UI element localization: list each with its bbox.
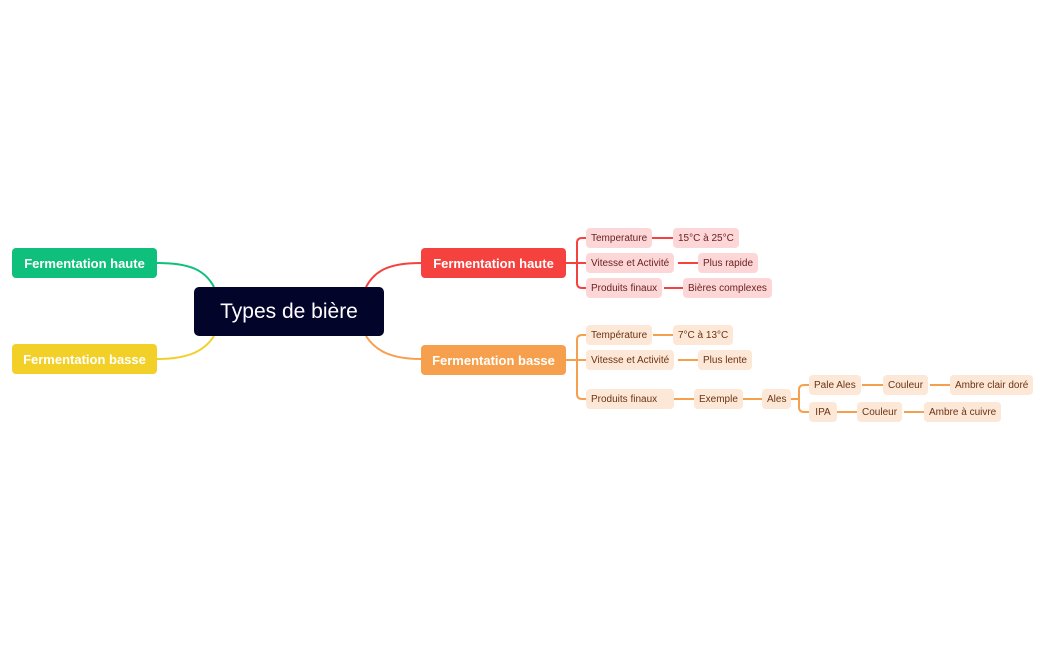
node-temperature[interactable]: Temperature bbox=[586, 228, 653, 248]
node-label: Ambre clair doré bbox=[955, 379, 1029, 391]
branch-label: Fermentation haute bbox=[433, 255, 554, 271]
node-label: Temperature bbox=[591, 232, 648, 244]
node-label: Couleur bbox=[862, 406, 898, 418]
node-label: Couleur bbox=[888, 379, 924, 391]
node-label: Plus lente bbox=[703, 354, 747, 366]
node-couleur-value[interactable]: Ambre clair doré bbox=[950, 375, 1034, 395]
node-couleur-value[interactable]: Ambre à cuivre bbox=[924, 402, 1002, 422]
node-label: Vitesse et Activité bbox=[591, 257, 670, 269]
node-couleur[interactable]: Couleur bbox=[883, 375, 929, 395]
node-produits[interactable]: Produits finaux bbox=[586, 278, 663, 298]
node-temperature-value[interactable]: 7°C à 13°C bbox=[673, 325, 734, 345]
node-label: Exemple bbox=[699, 393, 738, 405]
node-label: Température bbox=[591, 329, 648, 341]
node-label: Bières complexes bbox=[688, 282, 767, 294]
node-temperature-value[interactable]: 15°C à 25°C bbox=[673, 228, 739, 248]
node-vitesse[interactable]: Vitesse et Activité bbox=[586, 253, 675, 273]
node-produits[interactable]: Produits finaux bbox=[586, 389, 674, 409]
root-node[interactable]: Types de bière bbox=[194, 287, 384, 336]
node-label: Vitesse et Activité bbox=[591, 354, 670, 366]
node-label: Plus rapide bbox=[703, 257, 754, 269]
node-vitesse-value[interactable]: Plus lente bbox=[698, 350, 752, 370]
node-label: Pale Ales bbox=[814, 379, 856, 391]
root-label: Types de bière bbox=[220, 299, 358, 323]
node-label: IPA bbox=[815, 406, 831, 418]
node-couleur[interactable]: Couleur bbox=[857, 402, 903, 422]
left-branch-fermentation-haute[interactable]: Fermentation haute bbox=[12, 248, 157, 278]
node-ales[interactable]: Ales bbox=[762, 389, 792, 409]
node-temperature[interactable]: Température bbox=[586, 325, 653, 345]
node-label: Ambre à cuivre bbox=[929, 406, 997, 418]
branch-label: Fermentation basse bbox=[432, 352, 555, 368]
node-label: Produits finaux bbox=[591, 282, 658, 294]
node-vitesse-value[interactable]: Plus rapide bbox=[698, 253, 759, 273]
node-produits-value[interactable]: Bières complexes bbox=[683, 278, 772, 298]
node-exemple[interactable]: Exemple bbox=[694, 389, 743, 409]
right-branch-fermentation-haute[interactable]: Fermentation haute bbox=[421, 248, 566, 278]
node-label: 7°C à 13°C bbox=[678, 329, 729, 341]
node-pale-ales[interactable]: Pale Ales bbox=[809, 375, 861, 395]
branch-label: Fermentation haute bbox=[24, 255, 145, 271]
branch-label: Fermentation basse bbox=[23, 351, 146, 367]
left-branch-fermentation-basse[interactable]: Fermentation basse bbox=[12, 344, 157, 374]
right-branch-fermentation-basse[interactable]: Fermentation basse bbox=[421, 345, 566, 375]
node-ipa[interactable]: IPA bbox=[809, 402, 837, 422]
node-label: Produits finaux bbox=[591, 393, 658, 405]
node-vitesse[interactable]: Vitesse et Activité bbox=[586, 350, 675, 370]
node-label: Ales bbox=[767, 393, 787, 405]
node-label: 15°C à 25°C bbox=[678, 232, 734, 244]
